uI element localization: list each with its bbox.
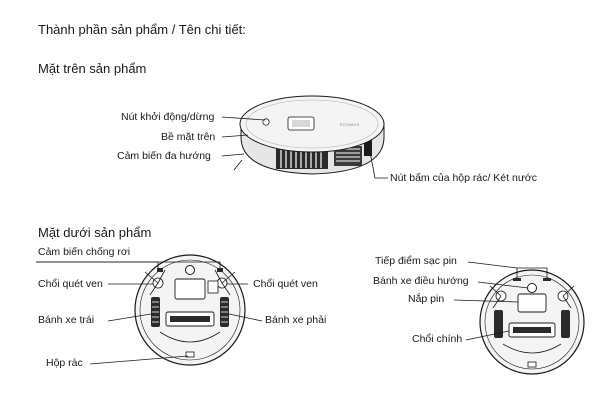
page-title: Thành phần sản phẩm / Tên chi tiết: xyxy=(38,22,246,37)
label-left-wheel: Bánh xe trái xyxy=(38,314,95,326)
label-right-wheel: Bánh xe phải xyxy=(265,314,327,326)
caster-wheel xyxy=(185,265,195,275)
bottom-section-title: Mặt dưới sản phẩm xyxy=(38,225,152,240)
label-start-button: Nút khởi động/dừng xyxy=(121,111,215,123)
bumper-vents xyxy=(276,140,372,169)
side-brush-left xyxy=(144,269,166,296)
label-cliff-sensor: Cảm biến chống rơi xyxy=(38,246,131,258)
battery-cover xyxy=(174,278,206,300)
robot-bottom-view-left xyxy=(134,254,246,366)
label-bin-release-button: Nút bấm của hộp rác/ Két nước xyxy=(390,172,537,184)
dust-bin xyxy=(159,331,221,343)
bottom-right-leaders xyxy=(453,261,548,341)
label-main-brush: Chổi chính xyxy=(412,333,463,345)
top-section-title: Mặt trên sản phẩm xyxy=(38,61,147,76)
label-multi-sensor: Cảm biến đa hướng xyxy=(117,150,211,162)
label-charge-contacts: Tiếp điểm sạc pin xyxy=(375,255,457,267)
svg-text:ECOVACS: ECOVACS xyxy=(340,122,360,127)
label-battery-cover: Nắp pin xyxy=(408,293,445,305)
bottom-left-leaders xyxy=(36,261,263,365)
start-button-icon xyxy=(262,118,270,126)
label-top-surface: Bề mặt trên xyxy=(161,131,216,143)
side-brush-right xyxy=(214,269,236,296)
label-side-brush-right: Chổi quét ven xyxy=(253,278,318,290)
label-dust-bin: Hộp rác xyxy=(46,357,83,369)
robot-bottom-view-right xyxy=(479,269,585,375)
side-brush-bristle xyxy=(233,159,243,171)
robot-top-view: ECOVACS xyxy=(233,95,385,175)
top-view-leaders xyxy=(221,116,388,179)
label-side-brush-left: Chổi quét ven xyxy=(38,278,103,290)
label-caster-wheel: Bánh xe điều hướng xyxy=(373,275,469,287)
